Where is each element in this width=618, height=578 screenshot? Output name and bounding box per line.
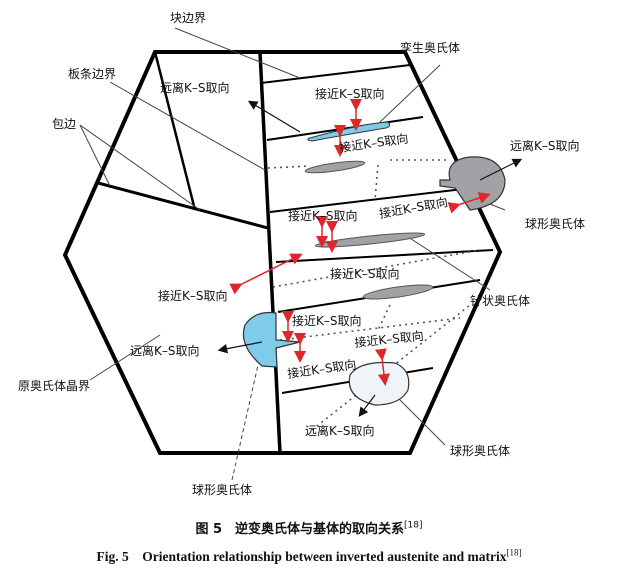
caption-cn-text: 图 5 逆变奥氏体与基体的取向关系 <box>195 522 405 537</box>
label-near-ks-9: 接近K–S取向 <box>286 356 357 381</box>
orientation-arrows-red <box>229 99 491 386</box>
label-block-boundary: 块边界 <box>170 11 206 25</box>
caption-cn-ref: [18] <box>404 520 423 531</box>
label-lath-boundary: 板条边界 <box>68 67 116 81</box>
block-boundary-left <box>97 181 269 230</box>
sub-boundaries <box>267 159 481 431</box>
caption-en-ref: [18] <box>506 547 522 558</box>
label-far-ks-4: 远离K–S取向 <box>305 423 375 438</box>
prior-austenite-grain <box>62 50 503 455</box>
label-near-ks-3: 接近K–S取向 <box>288 208 358 223</box>
label-near-ks-7: 接近K–S取向 <box>292 313 362 328</box>
caption-en-text: Fig. 5 Orientation relationship between … <box>96 549 507 564</box>
needle-austenite-1 <box>304 160 366 174</box>
label-near-ks-6: 接近K–S取向 <box>158 288 228 303</box>
globular-austenite-gray <box>439 156 506 211</box>
label-far-ks-2: 远离K–S取向 <box>510 138 580 153</box>
figure-caption-cn: 图 5 逆变奥氏体与基体的取向关系[18] <box>0 518 618 537</box>
needle-austenite-2 <box>314 232 426 248</box>
label-far-ks-1: 远离K–S取向 <box>160 80 230 95</box>
orientation-diagram: 块边界 板条边界 包边 孪生奥氏体 远离K–S取向 接近K–S取向 接近K–S取… <box>18 11 585 497</box>
orientation-arrows-black <box>217 100 523 417</box>
twin-austenite-plate <box>307 121 391 142</box>
label-globular-austenite-bottom-right: 球形奥氏体 <box>450 444 510 458</box>
figure-caption-en: Fig. 5 Orientation relationship between … <box>0 545 618 565</box>
globular-austenite-blue <box>242 311 301 368</box>
label-near-ks-5: 接近K–S取向 <box>330 266 400 281</box>
leader-lines <box>79 27 506 481</box>
label-far-ks-3: 远离K–S取向 <box>130 343 200 358</box>
label-wrap-edge: 包边 <box>52 117 76 131</box>
label-globular-austenite-right: 球形奥氏体 <box>525 217 585 231</box>
label-near-ks-8: 接近K–S取向 <box>354 328 425 350</box>
globular-austenite-light <box>348 361 410 406</box>
label-twin-austenite: 孪生奥氏体 <box>400 40 460 55</box>
wrap-edge-line <box>153 51 197 211</box>
label-near-ks-1: 接近K–S取向 <box>315 86 385 101</box>
block-boundary-vertical <box>258 51 282 454</box>
label-needle-austenite: 针状奥氏体 <box>470 293 530 308</box>
label-prior-austenite-gb: 原奥氏体晶界 <box>18 379 90 393</box>
needle-austenite-3 <box>362 284 434 300</box>
label-globular-austenite-bottom: 球形奥氏体 <box>192 483 252 497</box>
